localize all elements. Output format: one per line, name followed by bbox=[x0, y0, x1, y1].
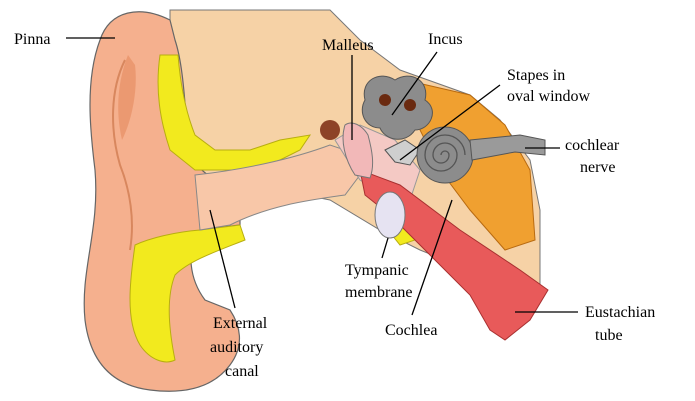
label-stapes-line1: Stapes in bbox=[507, 67, 565, 84]
label-canal-line3: canal bbox=[225, 363, 259, 380]
pinna-inner-fold bbox=[112, 59, 133, 251]
label-tympanic-line1: Tympanic bbox=[345, 262, 409, 279]
cartilage-lower bbox=[129, 224, 246, 363]
cochlea-leader bbox=[411, 199, 453, 316]
label-canal-line2: auditory bbox=[210, 339, 263, 356]
tympanic-membrane-shape bbox=[374, 191, 406, 239]
tympanic-leader bbox=[381, 237, 389, 259]
label-cochlear-nerve-line2: nerve bbox=[580, 159, 616, 176]
incus-leader bbox=[391, 51, 438, 116]
cochlear-nerve-shape bbox=[469, 134, 546, 161]
label-canal-line1: External bbox=[213, 315, 268, 332]
label-cochlea: Cochlea bbox=[385, 322, 437, 339]
label-incus: Incus bbox=[428, 31, 463, 48]
label-tympanic-line2: membrane bbox=[345, 284, 413, 301]
malleus-shape bbox=[342, 122, 374, 179]
label-eustachian-line2: tube bbox=[595, 327, 623, 344]
canal-leader bbox=[209, 209, 236, 309]
label-cochlear-nerve-line1: cochlear bbox=[565, 137, 620, 154]
label-malleus: Malleus bbox=[322, 37, 374, 54]
pinna-helix-shade bbox=[118, 55, 136, 140]
label-pinna: Pinna bbox=[14, 31, 50, 48]
stapes-leader bbox=[399, 84, 501, 161]
cartilage-upper bbox=[157, 54, 312, 171]
malleus-head-dark bbox=[320, 120, 340, 140]
canal-hole-2 bbox=[404, 99, 416, 111]
label-eustachian-line1: Eustachian bbox=[585, 304, 655, 321]
label-stapes-line2: oval window bbox=[507, 88, 591, 105]
stapes-shape bbox=[384, 139, 421, 166]
canal-hole-1 bbox=[379, 94, 391, 106]
cochlea-spiral bbox=[424, 134, 466, 172]
